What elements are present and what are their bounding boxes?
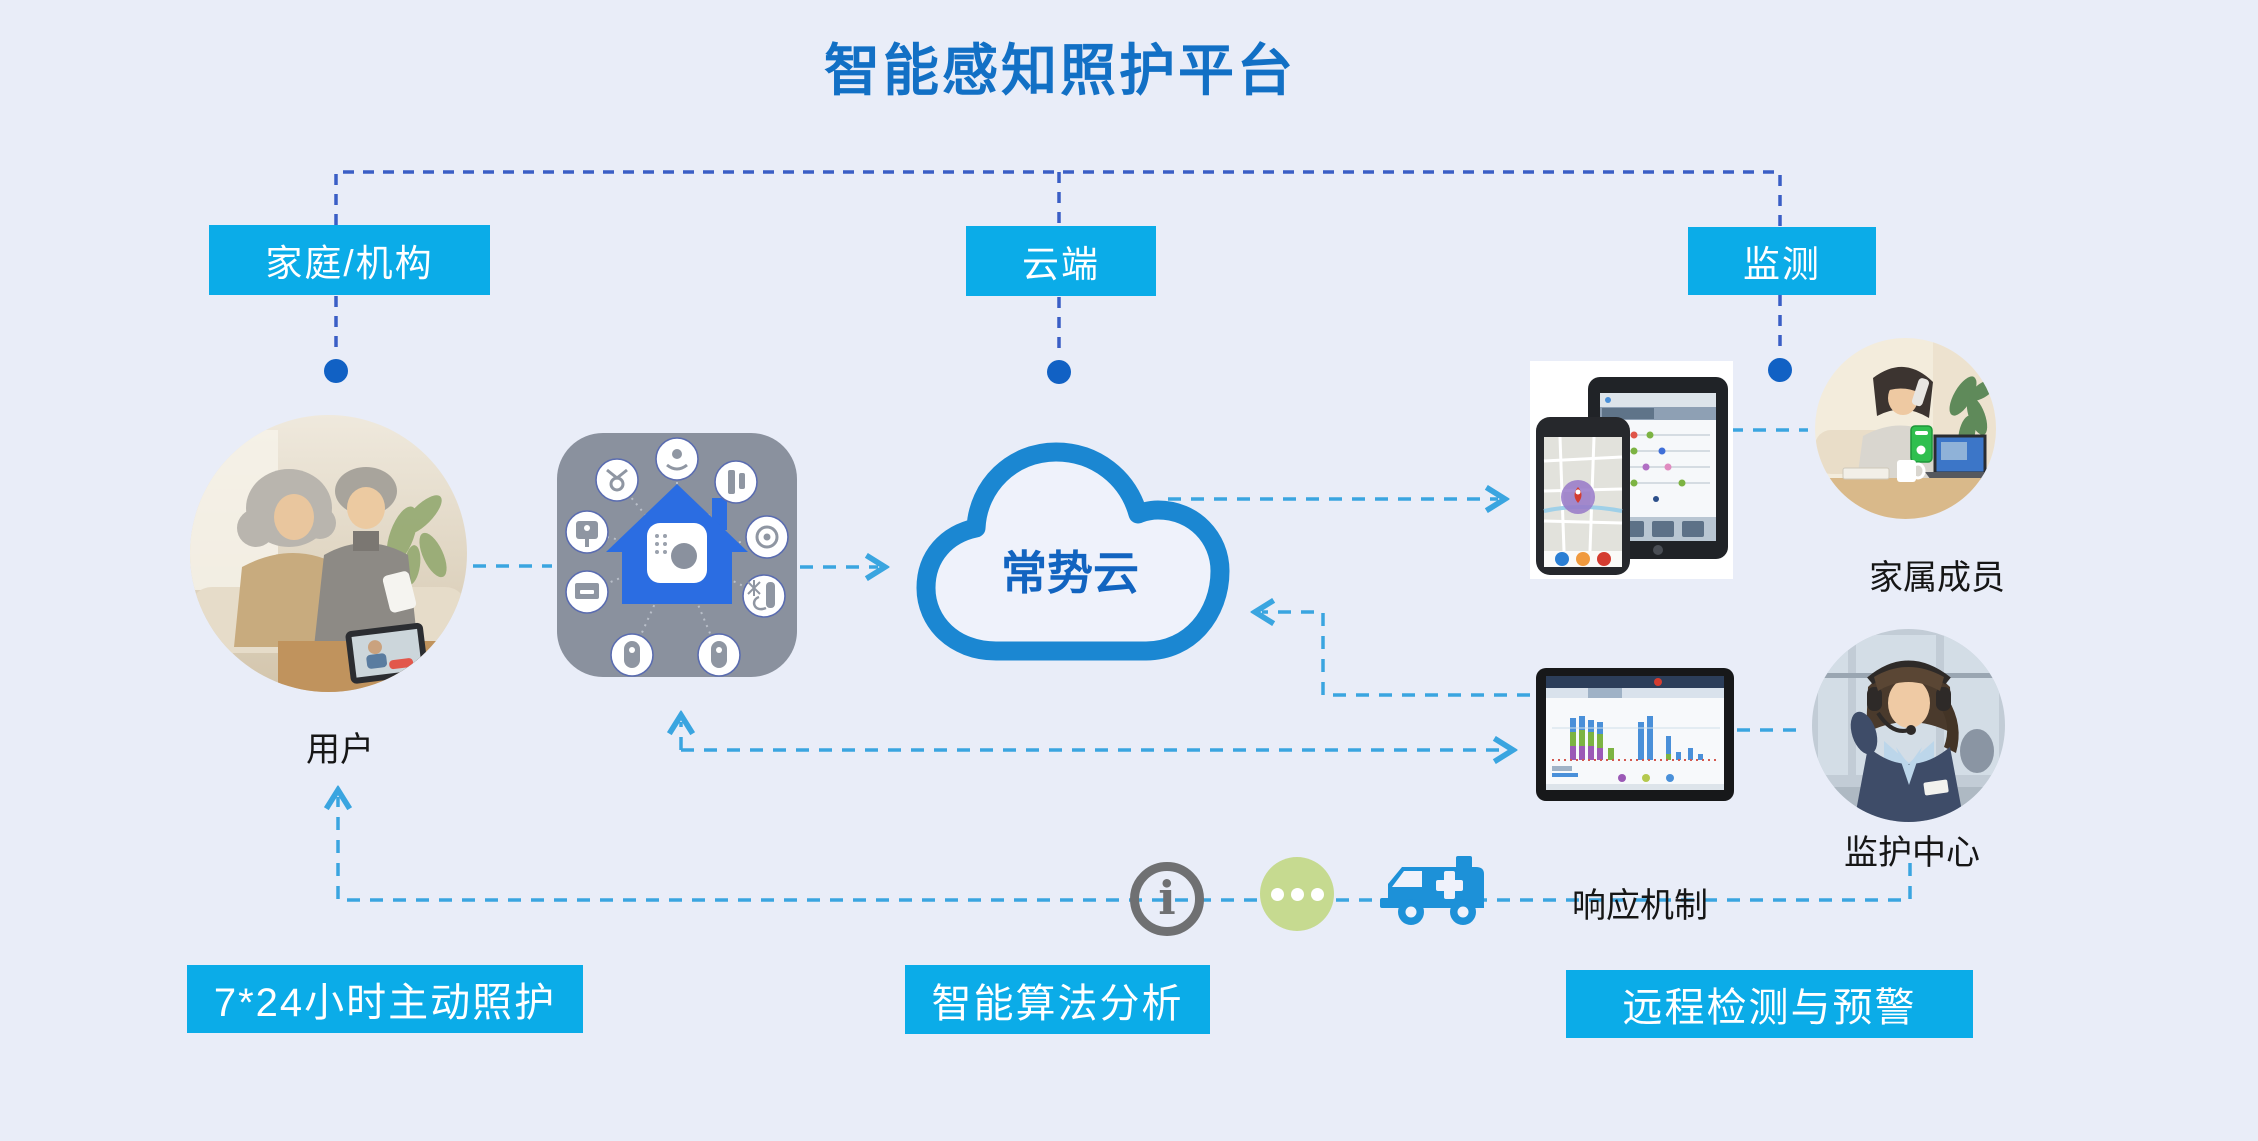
family-member-photo xyxy=(1815,338,1996,519)
zone-tree-dashes xyxy=(334,170,1782,351)
monitor-center-caption: 监护中心 xyxy=(1844,834,1980,872)
cloud-node: 常势云 xyxy=(900,408,1245,678)
house-icon xyxy=(606,484,748,604)
response-caption: 响应机制 xyxy=(1572,887,1708,925)
page-title: 智能感知照护平台 xyxy=(824,39,1296,102)
ambulance xyxy=(1378,854,1488,939)
footer-remote-label: 远程检测与预警 xyxy=(1622,986,1917,1030)
info-icon: i xyxy=(1130,862,1204,936)
footer-box-remote: 远程检测与预警 xyxy=(1566,970,1973,1038)
zone-box-cloud-label: 云端 xyxy=(1022,244,1100,285)
footer-care-label: 7*24小时主动照护 xyxy=(213,981,557,1025)
elderly-couple-illustration xyxy=(190,415,467,692)
health-device-icon xyxy=(742,574,786,618)
zone-box-cloud: 云端 xyxy=(966,226,1156,296)
family-member-caption: 家属成员 xyxy=(1869,559,2005,597)
monitor-dashboard xyxy=(1536,668,1734,806)
zone-box-monitor-label: 监测 xyxy=(1743,244,1821,285)
cloud-name: 常势云 xyxy=(1001,547,1139,599)
mobile-apps xyxy=(1530,361,1733,584)
zone-box-monitor: 监测 xyxy=(1688,227,1876,295)
smart-home-hub-icon xyxy=(557,433,797,677)
smart-home-hub xyxy=(556,432,798,683)
call-operator-illustration xyxy=(1812,629,2005,822)
monitor-center-photo xyxy=(1812,629,2005,822)
zone-dots xyxy=(324,358,1792,384)
pendant-sensor-icon xyxy=(595,458,639,502)
flow-dashes xyxy=(338,428,1912,902)
user-caption: 用户 xyxy=(306,731,374,769)
phone-tablet-screens xyxy=(1530,361,1733,579)
cloud-icon: 常势云 xyxy=(916,442,1230,661)
footer-analysis-label: 智能算法分析 xyxy=(931,981,1184,1026)
ambulance-icon xyxy=(1380,856,1484,925)
zone-box-home: 家庭/机构 xyxy=(209,225,490,295)
zone-box-home-label: 家庭/机构 xyxy=(265,243,434,284)
chat-dots-icon xyxy=(1260,857,1334,931)
family-member-illustration xyxy=(1815,338,1996,519)
footer-box-analysis: 智能算法分析 xyxy=(905,965,1210,1034)
door-sensor-icon xyxy=(714,460,758,504)
user-photo xyxy=(190,415,467,692)
footer-box-care: 7*24小时主动照护 xyxy=(187,965,583,1033)
dashboard-screen xyxy=(1536,668,1734,801)
